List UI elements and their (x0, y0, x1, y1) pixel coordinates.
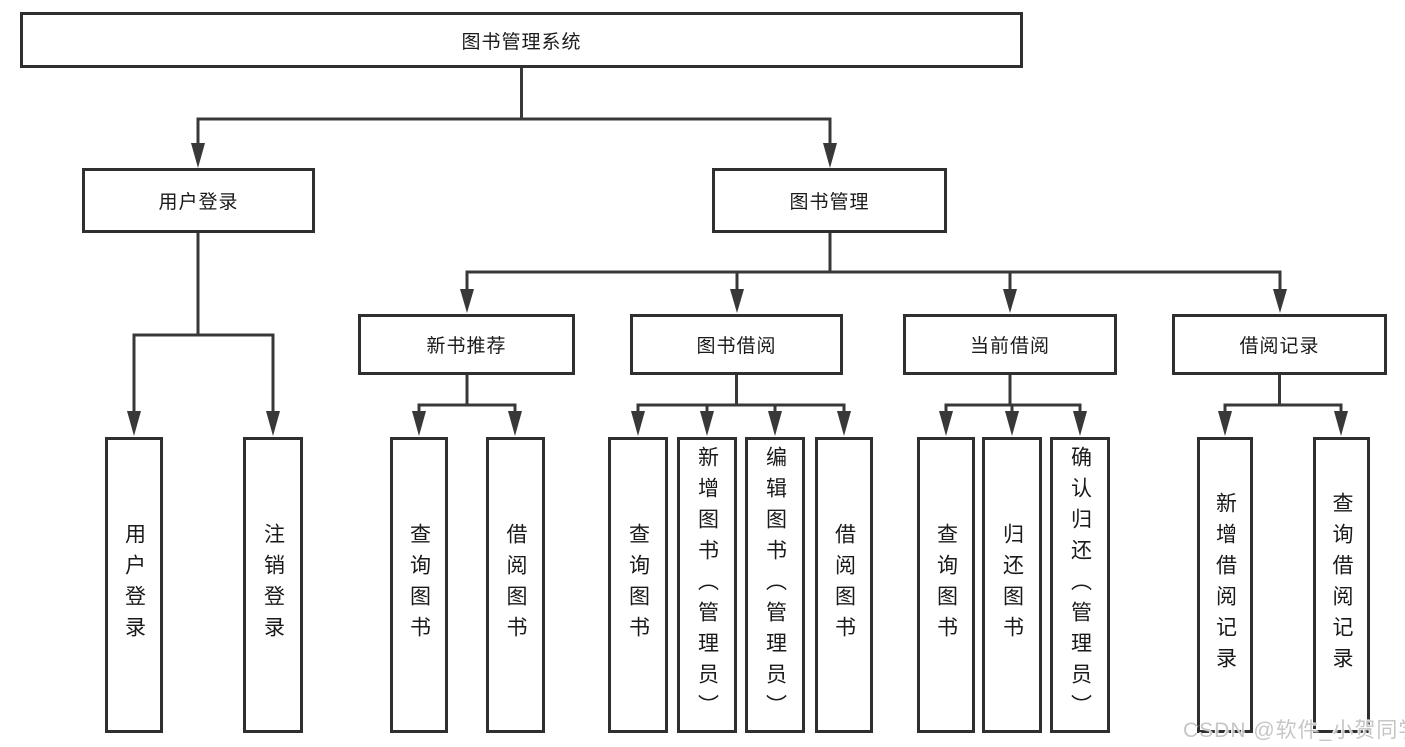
node-new-book-recommend: 新书推荐 (358, 314, 575, 375)
leaf-query-books-1: 查询图书 (390, 437, 448, 733)
leaf-borrow-books-2: 借阅图书 (815, 437, 873, 733)
leaf-label: 借阅图书 (504, 523, 527, 647)
leaf-query-books-3: 查询图书 (917, 437, 975, 733)
node-label: 当前借阅 (969, 336, 1050, 357)
leaf-borrow-books-1: 借阅图书 (486, 437, 545, 733)
leaf-logout: 注销登录 (243, 437, 303, 733)
leaf-label: 查询图书 (626, 523, 650, 647)
leaf-label: 确认归还（管理员） (1068, 445, 1092, 725)
leaf-label: 查询图书 (407, 523, 431, 647)
node-library-system: 图书管理系统 (20, 12, 1023, 68)
leaf-edit-books-admin: 编辑图书（管理员） (745, 437, 805, 733)
node-current-borrow: 当前借阅 (903, 314, 1117, 375)
arrowheads (127, 143, 1348, 436)
node-label: 图书管理系统 (461, 31, 582, 53)
node-label: 用户登录 (158, 192, 239, 213)
node-label: 借阅记录 (1239, 336, 1320, 357)
node-book-management: 图书管理 (712, 168, 947, 233)
leaf-return-books: 归还图书 (982, 437, 1042, 733)
watermark: CSDN @软件_小贺同学 (1183, 719, 1405, 742)
leaf-add-books-admin: 新增图书（管理员） (677, 437, 737, 733)
leaf-label: 借阅图书 (832, 523, 856, 647)
node-label: 图书借阅 (696, 336, 777, 357)
leaf-query-borrow-record: 查询借阅记录 (1313, 437, 1370, 733)
node-book-borrow: 图书借阅 (630, 314, 843, 375)
leaf-label: 注销登录 (261, 523, 285, 647)
leaf-user-login: 用户登录 (105, 437, 163, 733)
node-label: 新书推荐 (426, 336, 507, 357)
node-borrow-records: 借阅记录 (1172, 314, 1387, 375)
leaf-confirm-return-admin: 确认归还（管理员） (1050, 437, 1110, 733)
leaf-label: 查询图书 (934, 523, 958, 647)
leaf-label: 查询借阅记录 (1330, 492, 1353, 678)
node-user-login: 用户登录 (82, 168, 315, 233)
node-label: 图书管理 (789, 192, 870, 213)
leaf-add-borrow-record: 新增借阅记录 (1197, 437, 1253, 733)
leaf-label: 新增借阅记录 (1213, 492, 1237, 678)
leaf-label: 新增图书（管理员） (695, 445, 719, 725)
leaf-label: 用户登录 (122, 523, 146, 647)
leaf-label: 编辑图书（管理员） (763, 445, 787, 725)
leaf-query-books-2: 查询图书 (608, 437, 668, 733)
leaf-label: 归还图书 (1000, 523, 1024, 647)
